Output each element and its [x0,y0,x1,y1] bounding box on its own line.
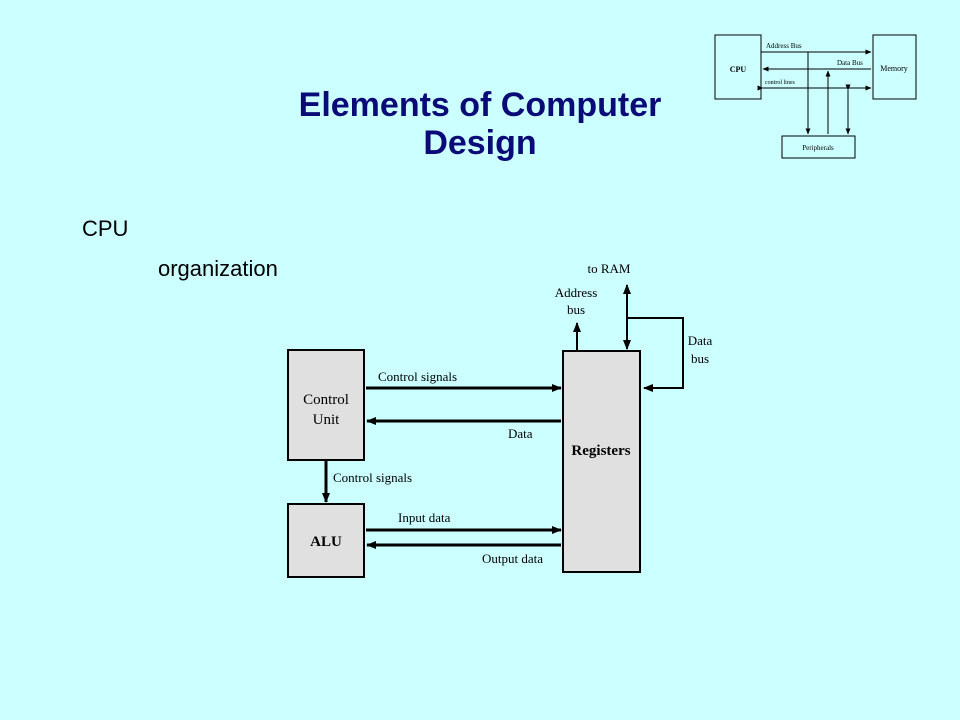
registers-box [562,350,641,573]
bus-cpu-box [714,34,762,100]
bus-control-label: control lines [765,80,795,86]
bus-peripherals-label: Peripherals [802,144,834,152]
label-data: Data [508,426,533,441]
label-output-data: Output data [482,551,543,566]
label-control-signals-top: Control signals [378,369,457,384]
label-address-bus-2: bus [567,302,585,317]
slide-title-line2: Design [423,124,537,162]
label-address-bus-1: Address [555,285,598,300]
bus-peripherals-box [781,135,856,159]
registers-label: Registers [571,443,630,459]
slide-title: Elements of Computer Design [250,86,710,162]
control-unit-label-2: Unit [313,412,341,428]
bullet-cpu: CPU [82,216,129,241]
bus-cpu-label: CPU [730,65,747,74]
bus-memory-box [872,34,917,100]
control-unit-label-1: Control [303,392,349,408]
alu-label: ALU [310,534,342,550]
label-to-ram: to RAM [588,261,631,276]
alu-box [287,503,365,578]
control-unit-box [287,349,365,461]
label-data-bus-2: bus [691,351,709,366]
bus-data-label: Data Bus [837,59,863,67]
bullet-organization: organization [158,256,278,281]
label-data-bus-1: Data [688,333,713,348]
label-control-signals-mid: Control signals [333,470,412,485]
data-bus-loop [627,317,684,392]
cpu-diagram: Control Unit ALU Registers Control signa… [287,261,713,578]
bus-memory-label: Memory [880,64,908,73]
bus-diagram: CPU Memory Peripherals Address Bus Data … [714,34,917,159]
slide-title-line1: Elements of Computer [298,86,662,124]
label-input-data: Input data [398,510,451,525]
bus-address-label: Address Bus [766,42,802,50]
